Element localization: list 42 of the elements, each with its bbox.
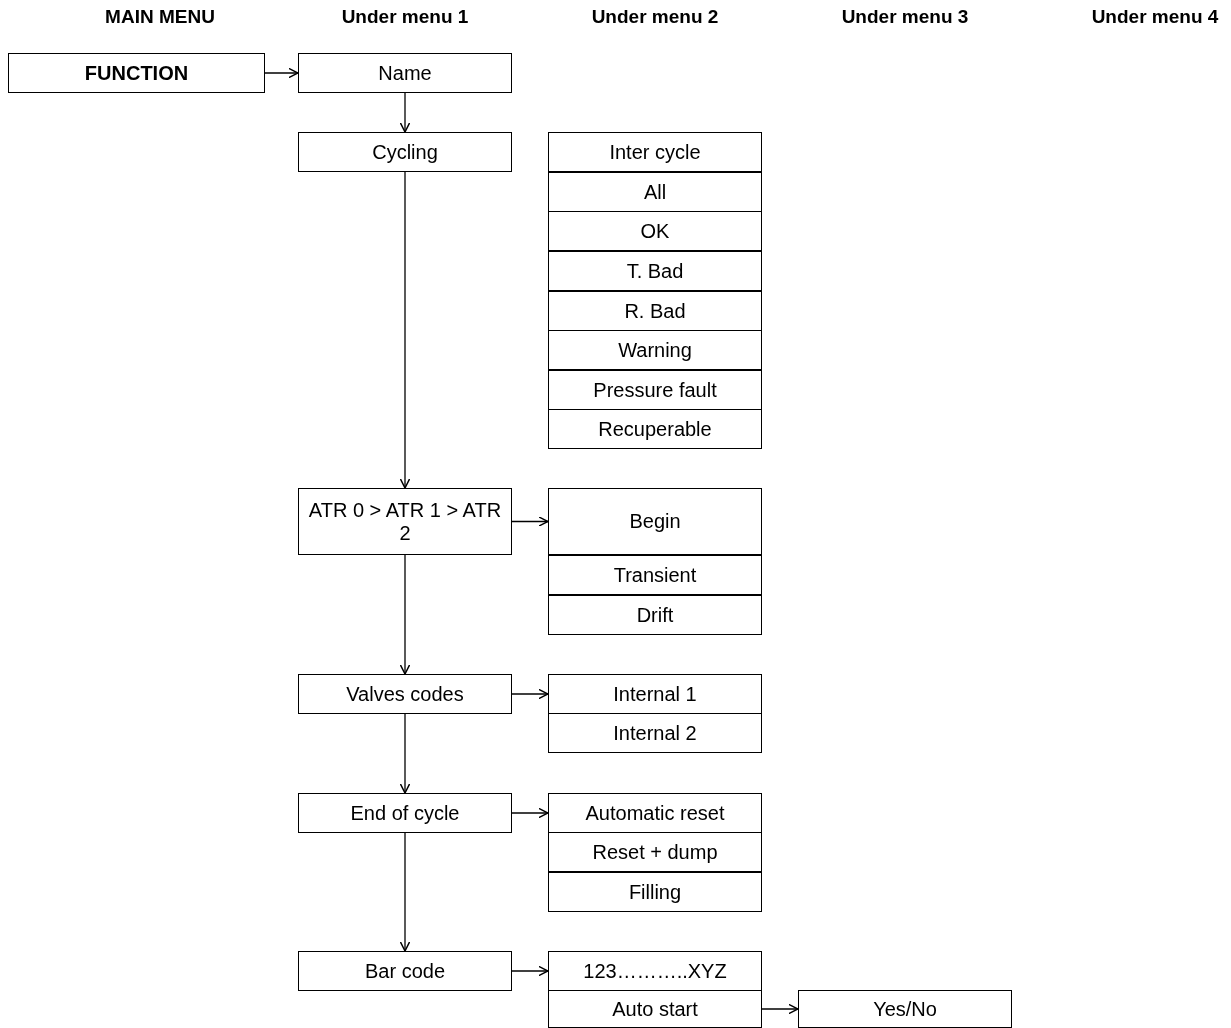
menu-box: Yes/No	[798, 990, 1012, 1028]
menu-box: Transient	[548, 555, 762, 595]
menu-box: Pressure fault	[548, 370, 762, 410]
menu-box: Internal 2	[548, 713, 762, 753]
menu-box: Internal 1	[548, 674, 762, 714]
menu-box: Warning	[548, 330, 762, 370]
menu-box: Auto start	[548, 990, 762, 1028]
menu-box: Begin	[548, 488, 762, 555]
menu-box: All	[548, 172, 762, 212]
column-heading: Under menu 2	[590, 6, 720, 28]
column-heading: Under menu 3	[840, 6, 970, 28]
arrow	[264, 67, 299, 79]
arrow	[399, 171, 411, 489]
menu-box: Cycling	[298, 132, 512, 172]
column-heading: MAIN MENU	[104, 6, 216, 28]
menu-box: R. Bad	[548, 291, 762, 331]
arrow	[761, 1003, 799, 1015]
arrow	[399, 713, 411, 794]
arrow	[511, 688, 549, 700]
menu-box: 123………..XYZ	[548, 951, 762, 991]
column-heading: Under menu 1	[340, 6, 470, 28]
menu-box: Filling	[548, 872, 762, 912]
menu-box: End of cycle	[298, 793, 512, 833]
menu-box: Valves codes	[298, 674, 512, 714]
arrow	[511, 516, 549, 527]
menu-box: T. Bad	[548, 251, 762, 291]
menu-box: Bar code	[298, 951, 512, 991]
arrow	[399, 832, 411, 952]
menu-box: Drift	[548, 595, 762, 635]
arrow	[399, 554, 411, 675]
menu-box: Reset + dump	[548, 832, 762, 872]
menu-box: Name	[298, 53, 512, 93]
arrow	[511, 965, 549, 977]
menu-box: Recuperable	[548, 409, 762, 449]
menu-box: ATR 0 > ATR 1 > ATR 2	[298, 488, 512, 555]
menu-box: FUNCTION	[8, 53, 265, 93]
column-heading: Under menu 4	[1090, 6, 1220, 28]
menu-box: OK	[548, 211, 762, 251]
arrow	[399, 92, 411, 133]
menu-box: Inter cycle	[548, 132, 762, 172]
arrow	[511, 807, 549, 819]
menu-box: Automatic reset	[548, 793, 762, 833]
